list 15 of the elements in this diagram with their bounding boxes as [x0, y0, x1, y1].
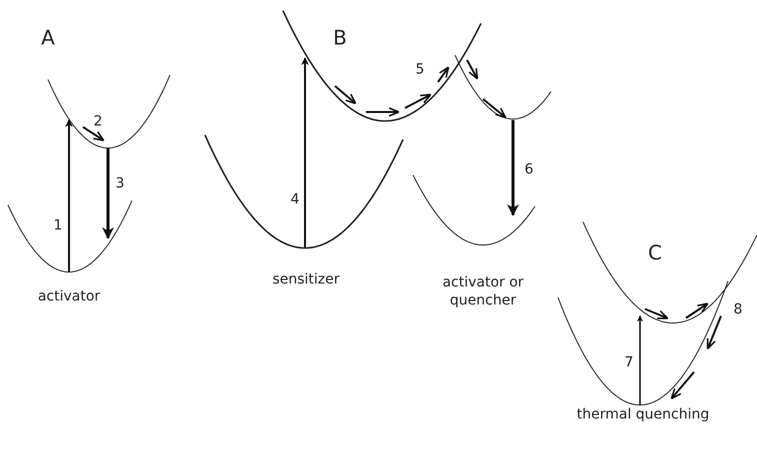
curve-caption: thermal quenching — [576, 406, 710, 424]
panel-letter: C — [648, 240, 662, 266]
curve-caption: activator — [38, 288, 100, 306]
curve-caption: activator or quencher — [441, 274, 525, 310]
step-number: 5 — [416, 61, 424, 79]
step-number: 1 — [54, 217, 62, 235]
step-number: 3 — [116, 175, 124, 193]
step-number: 2 — [94, 113, 102, 131]
step-number: 8 — [734, 301, 742, 319]
step-number: 6 — [524, 161, 534, 179]
panel-letter: A — [41, 26, 55, 50]
curve-caption: sensitizer — [272, 271, 340, 289]
step-number: 4 — [290, 191, 300, 209]
step-number: 7 — [624, 354, 634, 372]
panel-letter: B — [333, 26, 347, 50]
